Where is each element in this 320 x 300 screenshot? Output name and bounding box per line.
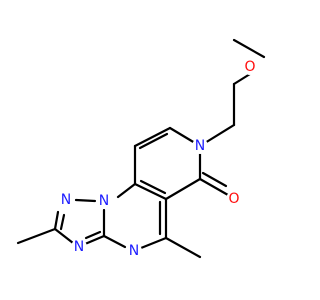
- atom-label-background: [71, 239, 87, 255]
- atom-label-n: N: [195, 138, 205, 154]
- atom-label-o: O: [244, 59, 255, 75]
- bond-c5-n4: [139, 236, 168, 250]
- atom-n-pyrimidine: N: [126, 243, 142, 259]
- atom-o-methoxy: O: [242, 59, 258, 75]
- bond-layer: [16, 38, 266, 259]
- atom-label-o: O: [228, 191, 239, 207]
- atom-label-background: [58, 192, 74, 208]
- bond-c2-n3: [53, 227, 75, 245]
- bond-c5a-c9a: [133, 182, 168, 201]
- atom-layer: O N O N N N N: [58, 59, 258, 259]
- atom-n-pyridone: N: [192, 138, 208, 154]
- bond-c9a-n10: [116, 182, 137, 199]
- atom-o-carbonyl: O: [226, 191, 242, 207]
- bond-c5a-c9a-inner: [139, 179, 167, 195]
- atom-n-triazole-1: N: [58, 192, 74, 208]
- atom-label-n: N: [74, 239, 84, 255]
- bond-o-ch2: [232, 72, 252, 86]
- atom-label-background: [126, 243, 142, 259]
- bond-n1-c2-double: [59, 213, 66, 231]
- bond-c8-c9: [133, 126, 172, 148]
- atom-n-bridge: N: [96, 193, 112, 209]
- bond-c6-o: [198, 177, 230, 197]
- bond-n3-c3a: [83, 234, 106, 246]
- bond-c5-methyl: [164, 236, 202, 259]
- atom-label-n: N: [99, 193, 109, 209]
- bond-c6-c5a: [164, 177, 202, 201]
- structure-canvas: O N O N N N N: [16, 38, 266, 259]
- atom-label-n: N: [61, 192, 71, 208]
- bond-n1-c2: [53, 210, 60, 231]
- bond-c2-methyl: [16, 227, 57, 245]
- bond-methyl-o: [232, 38, 266, 59]
- atom-label-background: [192, 138, 208, 154]
- bond-c6-o-double: [201, 171, 228, 188]
- atom-label-background: [226, 191, 242, 207]
- bond-n3-c3a-double: [84, 230, 102, 240]
- atom-label-background: [96, 193, 112, 209]
- atom-label-background: [242, 59, 258, 75]
- atom-label-n: N: [129, 243, 139, 259]
- bond-c8-c9-inner: [138, 132, 169, 150]
- bond-n4-c3a: [102, 234, 127, 249]
- bond-n10-n1: [74, 198, 97, 203]
- atom-n-triazole-2: N: [71, 239, 87, 255]
